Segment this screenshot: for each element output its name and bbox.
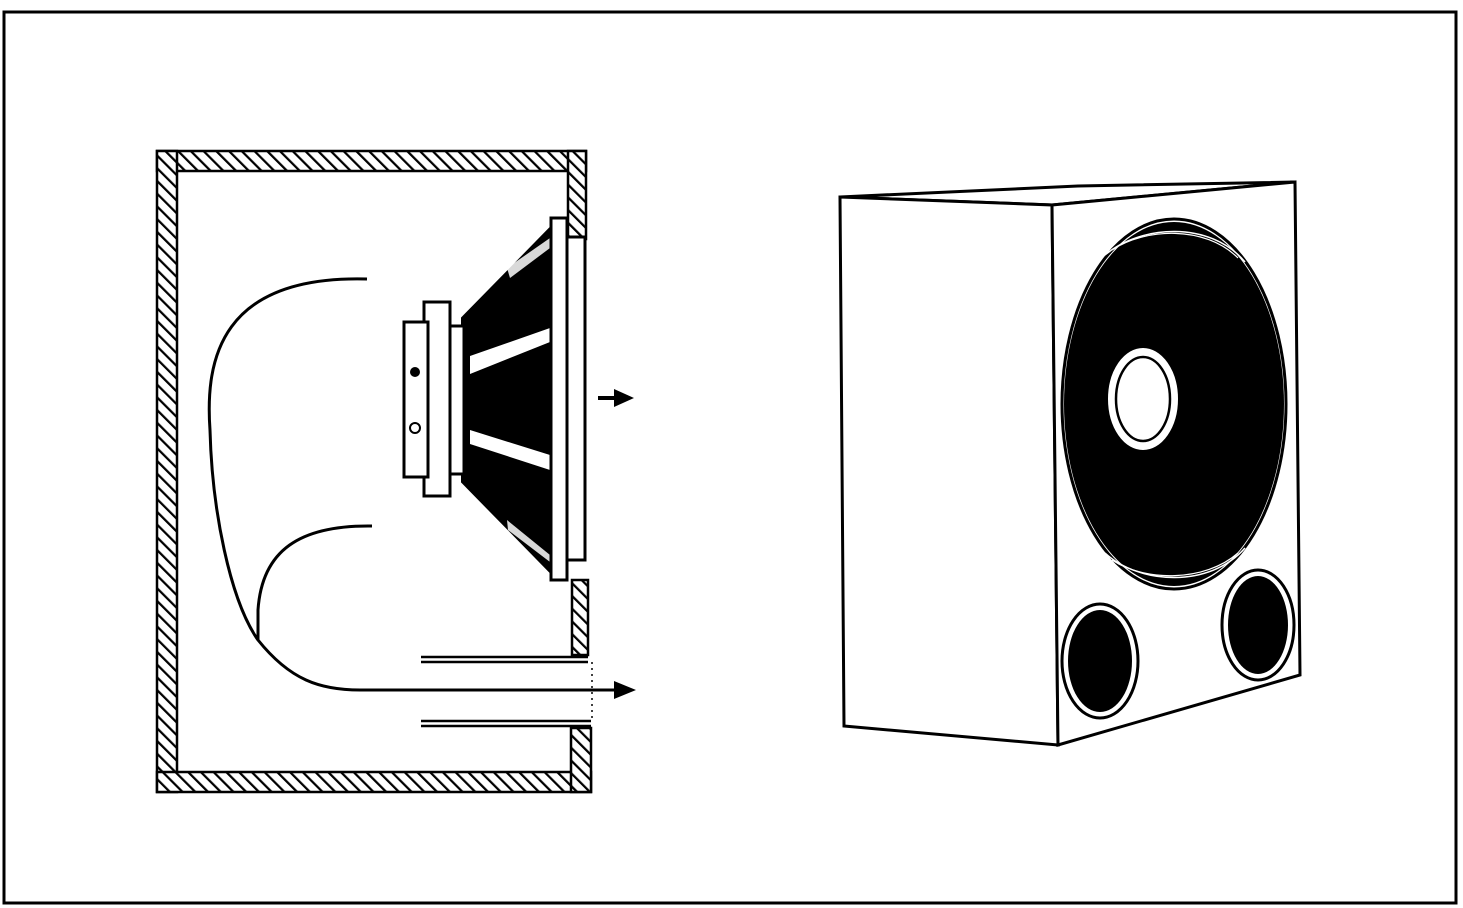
baffle-lower [569,726,593,794]
enclosure-bottom-wall [155,770,593,794]
front-port-right [1220,568,1296,682]
airflow-outer-curve [207,277,615,692]
enclosure-top-wall [155,149,588,173]
enclosure-left-wall [155,149,179,794]
driver-magnet [402,320,430,479]
perspective-panel [838,180,1302,747]
airflow-inner-curve [256,524,373,640]
driver-surround [565,235,587,562]
cross-section-panel [155,149,636,794]
woofer-surround-outer [1060,217,1288,591]
woofer-dust-cap [1114,355,1172,443]
woofer [1060,217,1288,591]
driver-pole-ring [448,324,466,476]
airflow-path [207,277,615,692]
reflex-port [421,655,593,728]
cabinet-side [838,195,1060,747]
arrow-right-icon [614,681,636,699]
speaker-driver [402,216,587,582]
enclosure-walls [155,149,593,794]
front-port-left [1060,602,1140,720]
driver-frame [549,216,569,582]
terminal-dot-filled [410,367,420,377]
baffle-upper [566,149,588,241]
arrow-right-icon [598,389,634,407]
baffle-middle [570,578,590,657]
terminal-dot-open [409,422,421,434]
